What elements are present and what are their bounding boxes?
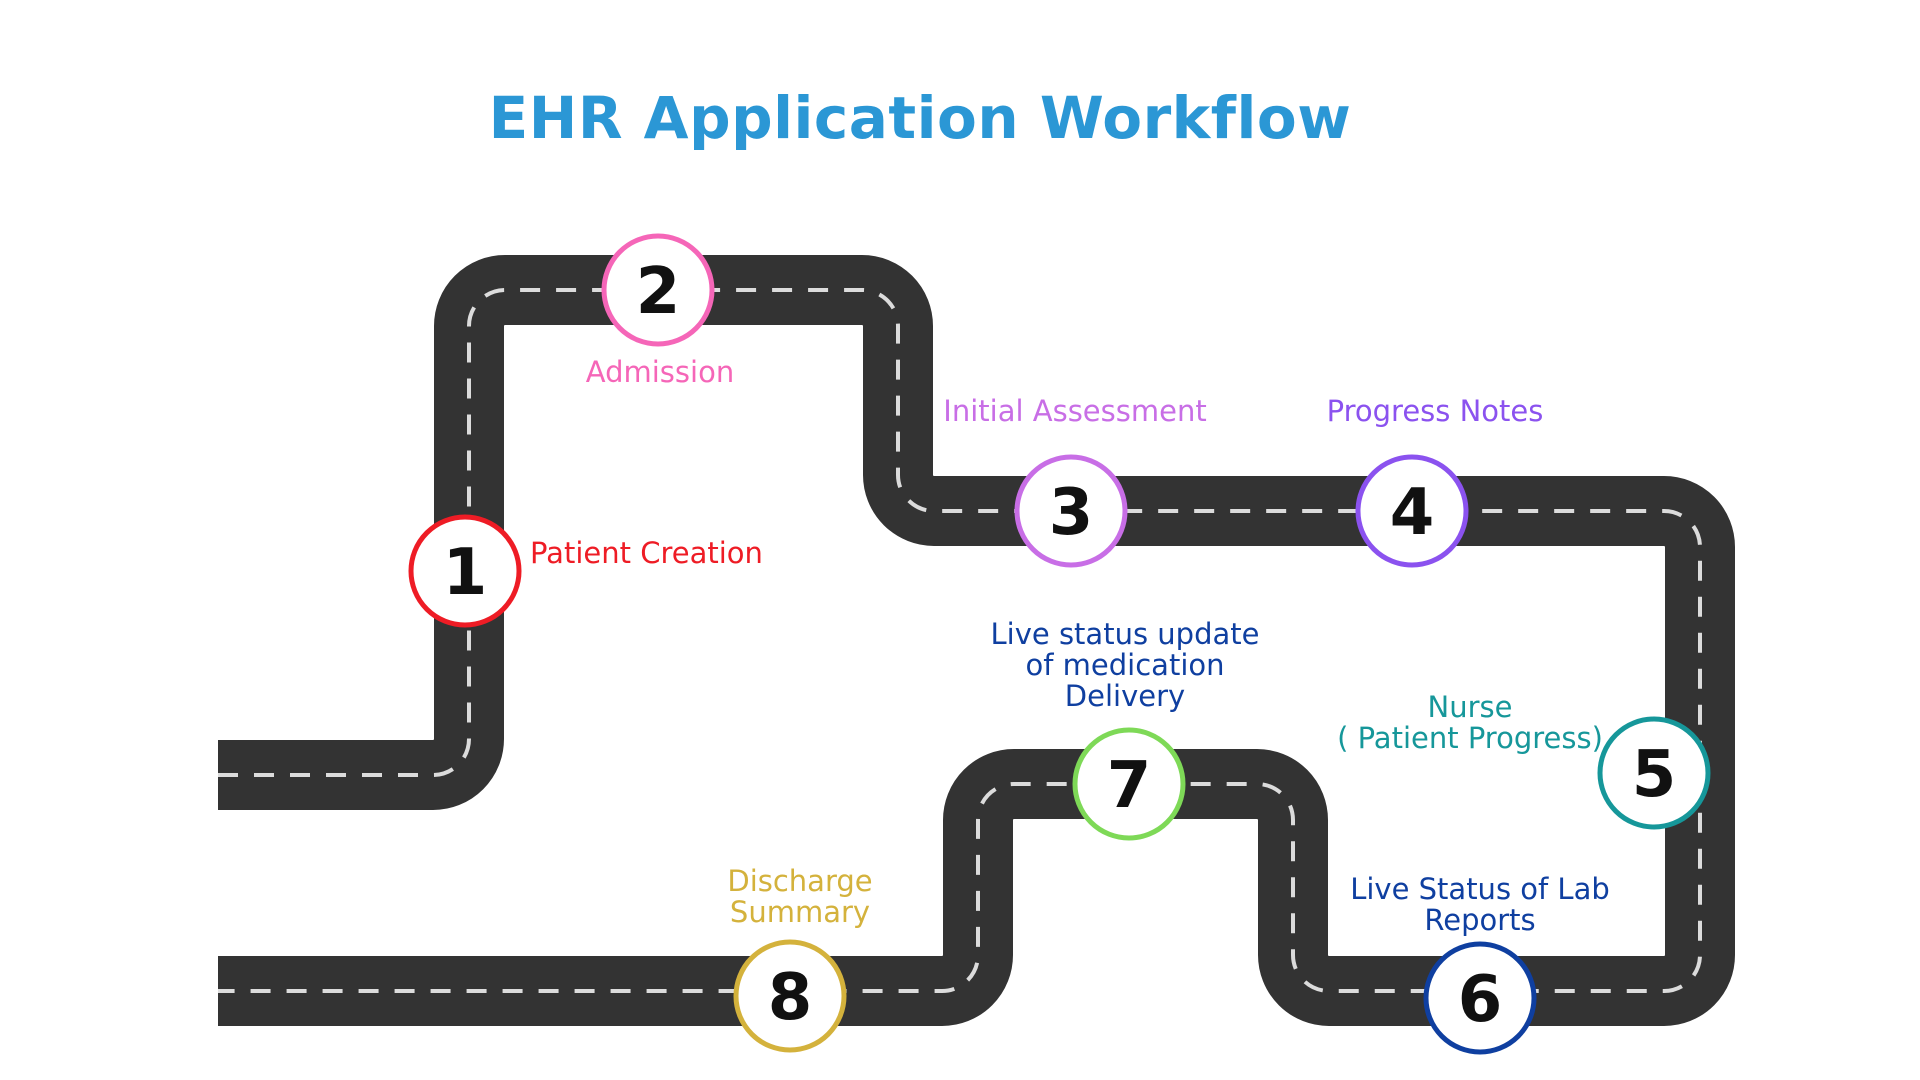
step-3-label: Initial Assessment — [943, 394, 1207, 428]
step-2-number: 2 — [636, 255, 681, 329]
step-8-label: Discharge Summary — [690, 866, 910, 928]
step-8-number: 8 — [768, 961, 813, 1035]
step-6-marker: 6 — [1423, 941, 1537, 1055]
step-1-label: Patient Creation — [530, 536, 763, 570]
step-6-label-line-1: Live Status of Lab — [1350, 872, 1610, 906]
step-1-marker: 1 — [408, 514, 522, 628]
step-1-number: 1 — [443, 536, 488, 610]
step-4-marker: 4 — [1355, 454, 1469, 568]
step-5-label-line-1: Nurse — [1427, 690, 1513, 724]
page-title: EHR Application Workflow — [488, 84, 1352, 152]
step-5-label: Nurse ( Patient Progress) — [1320, 692, 1620, 754]
step-3-marker: 3 — [1014, 454, 1128, 568]
step-5-number: 5 — [1632, 738, 1677, 812]
step-7-label: Live status update of medication Deliver… — [975, 619, 1275, 712]
step-6-label-line-2: Reports — [1424, 903, 1536, 937]
step-4-number: 4 — [1390, 476, 1435, 550]
step-2-label: Admission — [585, 355, 735, 389]
step-5-label-line-2: ( Patient Progress) — [1337, 721, 1603, 755]
step-6-number: 6 — [1458, 963, 1503, 1037]
step-7-label-line-2: of medication — [1025, 648, 1225, 682]
step-2-marker: 2 — [601, 233, 715, 347]
step-8-label-line-1: Discharge — [727, 864, 873, 898]
step-7-marker: 7 — [1072, 727, 1186, 841]
step-6-label: Live Status of Lab Reports — [1330, 874, 1630, 936]
step-8-label-line-2: Summary — [729, 895, 871, 929]
step-4-label: Progress Notes — [1326, 394, 1544, 428]
step-7-label-line-3: Delivery — [1064, 679, 1186, 713]
step-5-marker: 5 — [1597, 716, 1711, 830]
step-7-number: 7 — [1107, 749, 1152, 823]
step-3-number: 3 — [1049, 476, 1094, 550]
step-8-marker: 8 — [733, 939, 847, 1053]
step-7-label-line-1: Live status update — [990, 617, 1260, 651]
